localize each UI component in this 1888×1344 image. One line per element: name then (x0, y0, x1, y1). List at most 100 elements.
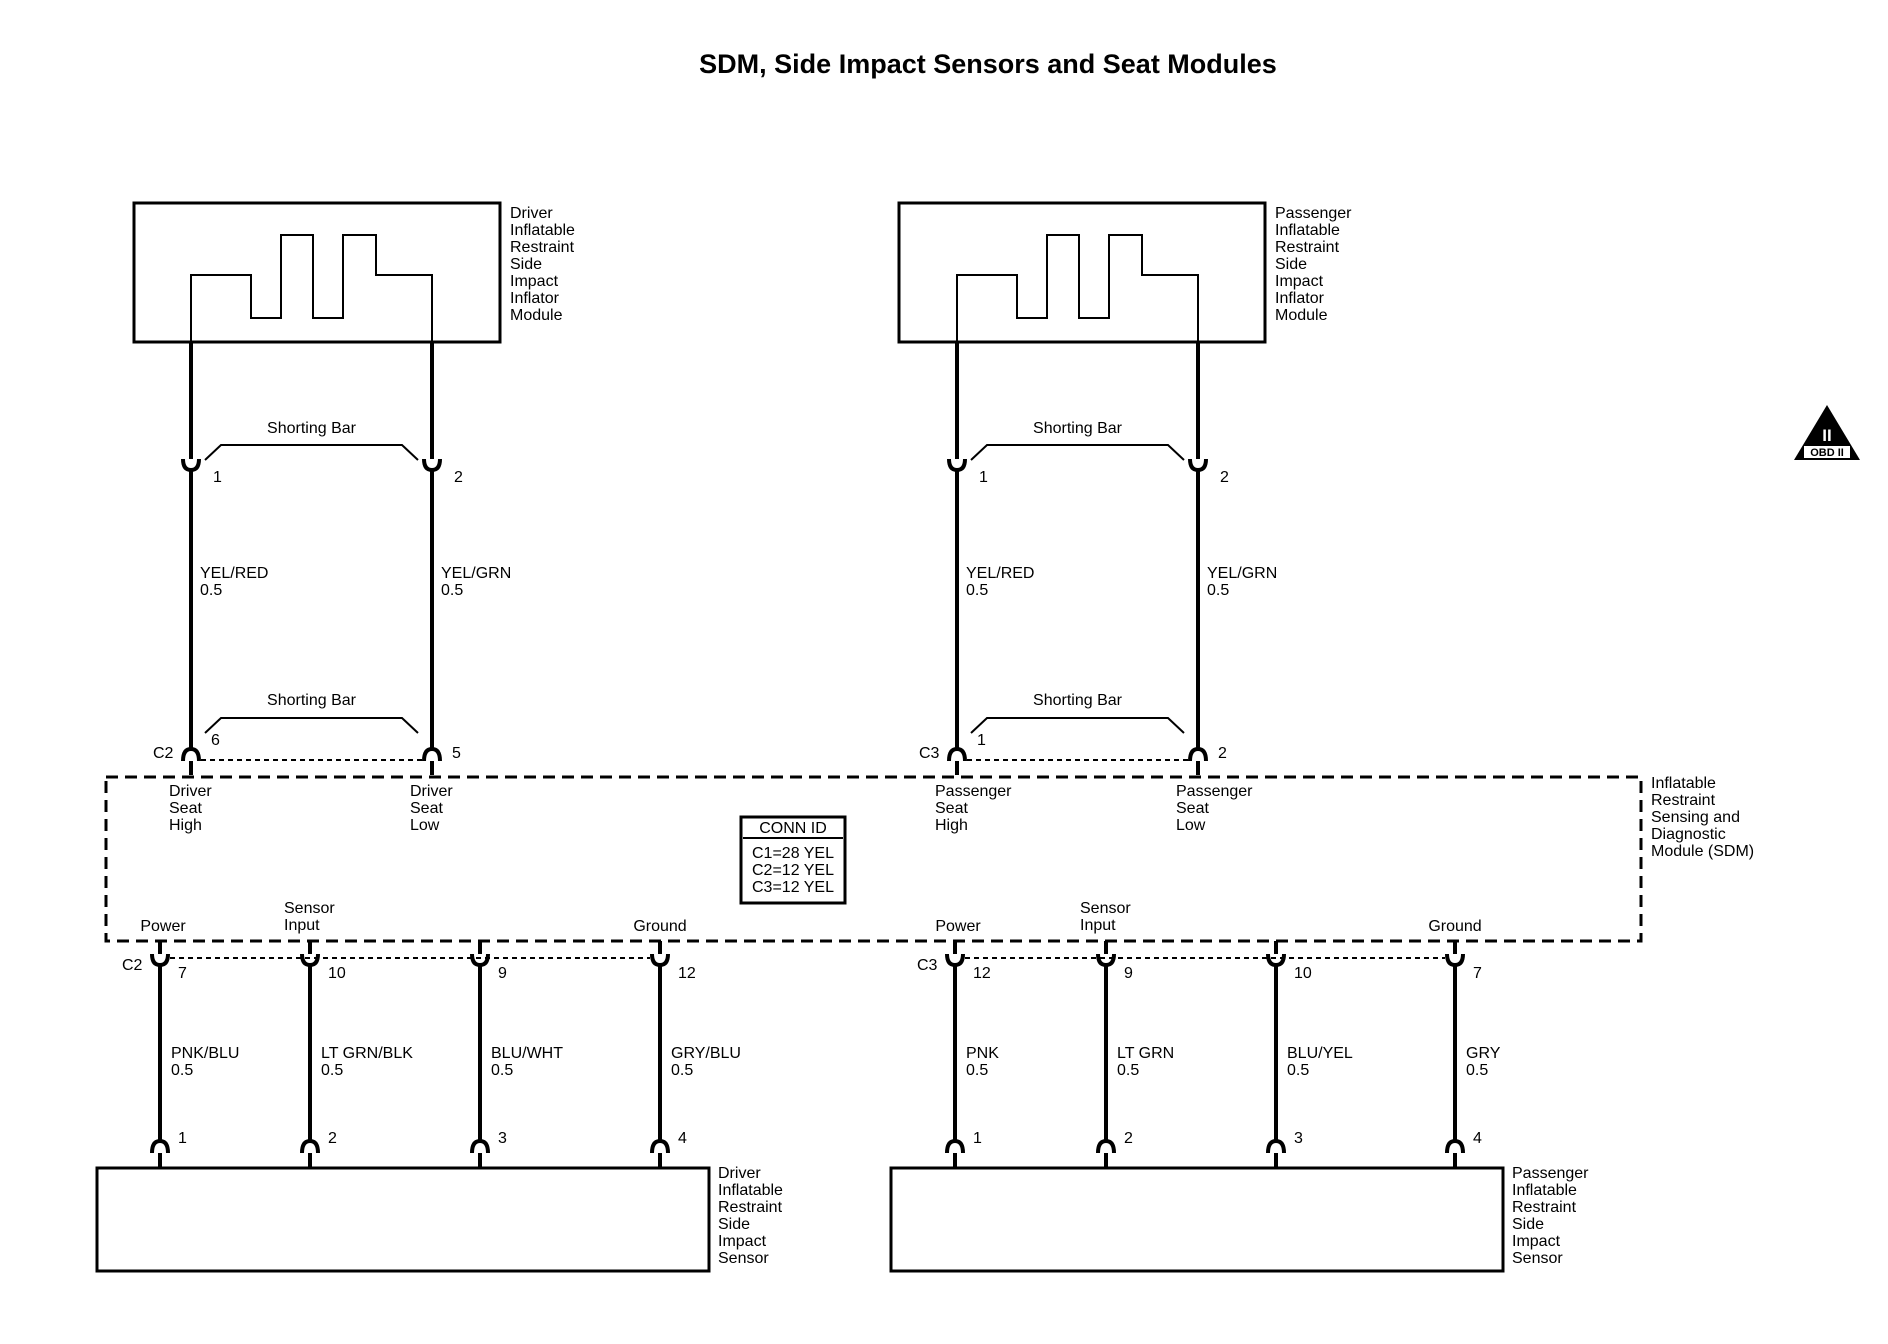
passenger-upper-sdm-label: Passenger (1176, 783, 1253, 800)
driver-upper-inflator-pin: 2 (454, 469, 463, 486)
passenger-upper-shorting-bar-bottom (970, 717, 1185, 734)
driver-upper-wire-color: YEL/RED (200, 565, 268, 582)
driver-lower-connector-id: C2 (122, 957, 143, 974)
passenger-inflator-label: Inflatable (1275, 222, 1340, 239)
passenger-sensor-label: Sensor (1512, 1250, 1563, 1267)
driver-lower-wire-gauge: 0.5 (671, 1062, 693, 1079)
passenger-lower-sensor-terminal-0 (945, 1138, 965, 1154)
driver-lower-wire-gauge: 0.5 (491, 1062, 513, 1079)
driver-upper-wire-color: YEL/GRN (441, 565, 511, 582)
passenger-upper-inflator-terminal-0 (947, 458, 967, 473)
passenger-sensor-box (889, 1166, 1505, 1273)
conn-id-line: C2=12 YEL (752, 862, 834, 879)
driver-lower-function-label: Power (140, 918, 186, 935)
driver-upper-sdm-label: Seat (410, 800, 443, 817)
driver-lower-sensor-terminal-2 (470, 1138, 490, 1154)
driver-inflator-label: Restraint (510, 239, 575, 256)
passenger-lower-sensor-pin: 3 (1294, 1130, 1303, 1147)
passenger-upper-sdm-pin: 1 (977, 732, 986, 749)
driver-lower-sdm-pin: 12 (678, 965, 696, 982)
sdm-label: Module (SDM) (1651, 843, 1754, 860)
passenger-lower-wire-gauge: 0.5 (1287, 1062, 1309, 1079)
driver-upper-sdm-terminal-0 (181, 746, 201, 762)
passenger-upper-shorting-bar-label: Shorting Bar (1033, 420, 1123, 437)
passenger-upper-sdm-terminal-1 (1188, 746, 1208, 762)
passenger-upper-connector-id: C3 (919, 745, 940, 762)
driver-inflator-label: Module (510, 307, 563, 324)
passenger-lower-sensor-terminal-1 (1096, 1138, 1116, 1154)
driver-upper-sdm-terminal-1 (422, 746, 442, 762)
passenger-upper-sdm-label: Low (1176, 817, 1206, 834)
driver-sensor-label: Sensor (718, 1250, 769, 1267)
driver-lower-sensor-pin: 4 (678, 1130, 687, 1147)
passenger-lower-connector-id: C3 (917, 957, 938, 974)
conn-id-line: C1=28 YEL (752, 845, 834, 862)
driver-lower-wire-gauge: 0.5 (321, 1062, 343, 1079)
sdm-box (104, 775, 1643, 943)
conn-id-line: C3=12 YEL (752, 879, 834, 896)
passenger-lower-sensor-pin: 4 (1473, 1130, 1482, 1147)
driver-lower-sensor-pin: 1 (178, 1130, 187, 1147)
passenger-lower-sdm-pin: 10 (1294, 965, 1312, 982)
passenger-upper-sdm-label: Passenger (935, 783, 1012, 800)
passenger-lower-wire-gauge: 0.5 (1117, 1062, 1139, 1079)
driver-sensor-label: Inflatable (718, 1182, 783, 1199)
passenger-lower-function-label: Power (935, 918, 981, 935)
obd-text: OBD II (1810, 447, 1844, 459)
driver-upper-inflator-pin: 1 (213, 469, 222, 486)
passenger-inflator-label: Impact (1275, 273, 1324, 290)
conn-id-heading: CONN ID (759, 820, 827, 837)
driver-upper-sdm-label: High (169, 817, 202, 834)
obd-numeral: II (1822, 426, 1831, 445)
driver-sensor-box (95, 1166, 711, 1273)
passenger-upper-wire-color: YEL/RED (966, 565, 1034, 582)
driver-sensor-label: Restraint (718, 1199, 783, 1216)
passenger-lower-sensor-pin: 1 (973, 1130, 982, 1147)
driver-upper-shorting-bar-label: Shorting Bar (267, 420, 357, 437)
passenger-inflator-label: Restraint (1275, 239, 1340, 256)
passenger-sensor-label: Impact (1512, 1233, 1561, 1250)
passenger-lower-sdm-terminal-1 (1096, 953, 1116, 968)
passenger-upper-shorting-bar-label: Shorting Bar (1033, 692, 1123, 709)
driver-upper-inflator-terminal-0 (181, 458, 201, 473)
driver-inflator-label: Inflator (510, 290, 560, 307)
driver-upper-sdm-pin: 5 (452, 745, 461, 762)
driver-lower-sdm-pin: 7 (178, 965, 187, 982)
passenger-lower-sensor-terminal-3 (1445, 1138, 1465, 1154)
passenger-inflator-label: Passenger (1275, 205, 1352, 222)
driver-lower-sdm-terminal-3 (650, 953, 670, 968)
passenger-lower-sensor-pin: 2 (1124, 1130, 1133, 1147)
passenger-lower-sdm-pin: 7 (1473, 965, 1482, 982)
driver-lower-sdm-pin: 10 (328, 965, 346, 982)
diagram-title: SDM, Side Impact Sensors and Seat Module… (699, 49, 1277, 79)
sdm-label: Inflatable (1651, 775, 1716, 792)
driver-upper-sdm-label: Driver (169, 783, 212, 800)
passenger-lower-function-label: Input (1080, 917, 1116, 934)
driver-lower-sdm-terminal-0 (150, 953, 170, 968)
driver-sensor-label: Side (718, 1216, 750, 1233)
passenger-sensor-label: Restraint (1512, 1199, 1577, 1216)
conn-id-box (739, 815, 847, 905)
driver-lower-sdm-pin: 9 (498, 965, 507, 982)
driver-lower-sensor-terminal-1 (300, 1138, 320, 1154)
driver-inflator-box (132, 201, 502, 344)
driver-upper-sdm-label: Seat (169, 800, 202, 817)
passenger-inflator-label: Side (1275, 256, 1307, 273)
driver-lower-sensor-terminal-0 (150, 1138, 170, 1154)
passenger-upper-wire-color: YEL/GRN (1207, 565, 1277, 582)
sdm-label: Restraint (1651, 792, 1716, 809)
passenger-upper-wire-gauge: 0.5 (1207, 582, 1229, 599)
driver-lower-wire-color: PNK/BLU (171, 1045, 239, 1062)
sdm-label: Diagnostic (1651, 826, 1726, 843)
driver-lower-sdm-terminal-1 (300, 953, 320, 968)
passenger-lower-function-label: Ground (1428, 918, 1481, 935)
driver-inflator-inflator-symbol (190, 234, 433, 342)
passenger-lower-wire-color: GRY (1466, 1045, 1501, 1062)
driver-upper-wire-gauge: 0.5 (200, 582, 222, 599)
driver-inflator-label: Side (510, 256, 542, 273)
driver-inflator-label: Driver (510, 205, 553, 222)
driver-lower-sensor-pin: 3 (498, 1130, 507, 1147)
passenger-upper-shorting-bar-top (970, 444, 1185, 461)
driver-lower-function-label: Sensor (284, 900, 335, 917)
